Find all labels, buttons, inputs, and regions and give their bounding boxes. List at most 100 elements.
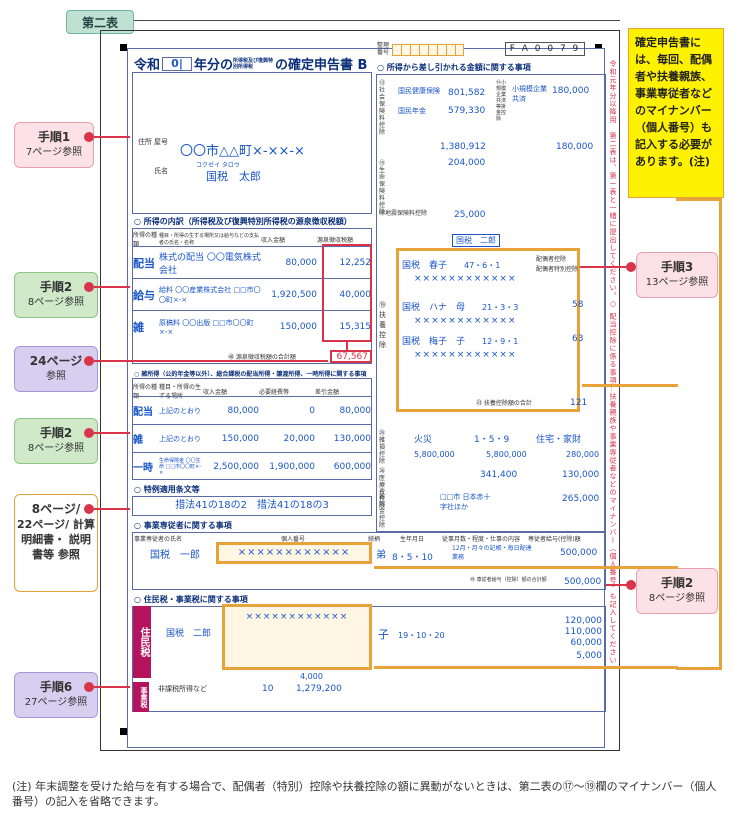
- furigana-value[interactable]: コクゼイ タロウ: [196, 162, 240, 169]
- biz-no[interactable]: 10: [262, 684, 274, 694]
- donation-to[interactable]: □□市 日本赤十字社ほか: [440, 493, 491, 511]
- deduction-table: [376, 74, 606, 532]
- worker-mynumber[interactable]: ××××××××××××: [216, 542, 372, 564]
- resident-relation[interactable]: 子: [378, 628, 389, 641]
- social-type-2[interactable]: 国民年金: [398, 107, 426, 115]
- misc-section-title: ○ 雑所得（公的年金等以外）、総合課税の配当所得・譲渡所得、一時所得に関する事項: [134, 371, 367, 378]
- medical-amount[interactable]: 341,400: [480, 470, 518, 480]
- small-type[interactable]: 小規模企業共済: [512, 85, 547, 103]
- social-amount-1[interactable]: 801,582: [448, 88, 486, 98]
- address-value[interactable]: 〇〇市△△町×-××-×: [180, 144, 305, 159]
- pointer-line: [94, 686, 130, 688]
- value-cell[interactable]: 5,000: [576, 651, 602, 661]
- dep1-name[interactable]: 国税 ハナ: [402, 303, 448, 313]
- deduction-section-title: ○ 所得から差し引かれる金額に関する事項: [377, 63, 531, 72]
- worker-total-label: ㊾ 専従者給与（控除）額の合計額: [470, 577, 547, 583]
- disaster-loss[interactable]: 5,800,000: [414, 450, 455, 459]
- tax-total-value[interactable]: 67,567: [330, 350, 372, 363]
- social-type-1[interactable]: 国民健康保険: [398, 87, 440, 95]
- disaster-net[interactable]: 280,000: [566, 450, 600, 459]
- dep2-amount[interactable]: 63: [572, 334, 584, 344]
- business-side-label: 事業税: [133, 682, 149, 712]
- name-value[interactable]: 国税 太郎: [206, 170, 261, 183]
- disaster-date[interactable]: 1・5・9: [474, 435, 510, 445]
- small-label: ⑭小規模企業共済等掛金控除: [496, 80, 507, 122]
- title-small: 所得税及び復興特別所得税: [233, 57, 274, 70]
- value-cell[interactable]: 60,000: [570, 638, 603, 648]
- biz-income-label: 非課税所得など: [158, 685, 207, 693]
- pointer-dot: [84, 282, 94, 292]
- pointer-dot: [626, 262, 636, 272]
- disaster-cause[interactable]: 火災: [414, 435, 433, 445]
- dep1-amount[interactable]: 58: [572, 300, 584, 310]
- disaster-label: ㉕雑損控除: [379, 430, 386, 465]
- dep1-rel[interactable]: 母: [456, 303, 466, 313]
- value-cell[interactable]: 110,000: [564, 627, 602, 637]
- medical-ins[interactable]: 130,000: [562, 470, 600, 480]
- biz-amount[interactable]: 1,279,200: [296, 684, 342, 694]
- social-amount-2[interactable]: 579,330: [448, 106, 486, 116]
- title-main: の確定申告書 B: [275, 58, 368, 73]
- small-amount[interactable]: 180,000: [552, 86, 590, 96]
- worker-relation[interactable]: 弟: [376, 550, 386, 561]
- donation-label: 寄附金控除: [379, 494, 386, 529]
- table-row: 雑 上記のとおり 150,000 20,000 130,000: [133, 424, 371, 452]
- corner-mark: [595, 44, 602, 51]
- worker-salary[interactable]: 500,000: [560, 548, 598, 558]
- table-row: 一時 生命保険金 〇〇生命 □□市〇〇町×-× 2,500,000 1,900,…: [133, 452, 371, 480]
- social-total[interactable]: 1,380,912: [440, 142, 486, 152]
- pointer-dot: [84, 504, 94, 514]
- table-row: 配当 上記のとおり 80,000 0 80,000: [133, 396, 371, 424]
- dep2-mynumber[interactable]: ××××××××××××: [414, 350, 517, 360]
- resident-mynumber[interactable]: ××××××××××××: [222, 604, 372, 670]
- disaster-ins[interactable]: 5,800,000: [486, 450, 527, 459]
- pointer-line: [580, 266, 628, 268]
- seiri-label: 整理番号: [377, 42, 390, 56]
- spouse-mynumber[interactable]: ××××××××××××: [414, 274, 517, 284]
- spouse-opt1[interactable]: 配偶者控除: [536, 256, 567, 263]
- pointer-dot: [84, 682, 94, 692]
- spouse-row-name[interactable]: 国税 春子: [402, 261, 448, 271]
- dep-total[interactable]: 121: [570, 398, 588, 408]
- donation-amount[interactable]: 265,000: [562, 494, 600, 504]
- year-field[interactable]: 0|: [162, 56, 193, 71]
- seiri-number-cells[interactable]: [392, 44, 464, 56]
- dep1-birth[interactable]: 21・3・3: [482, 303, 519, 312]
- worker-birth[interactable]: 8・5・10: [392, 553, 433, 563]
- life-label: ⑮生命保険料控除: [379, 160, 386, 216]
- pointer-dot: [84, 356, 94, 366]
- resident-right-values: 120,000 110,000 60,000 5,000: [552, 616, 602, 662]
- name-label: 氏名: [154, 167, 168, 175]
- pointer-line: [94, 508, 130, 510]
- step-box: 24ページ参照: [14, 346, 98, 392]
- life-amount[interactable]: 204,000: [448, 158, 486, 168]
- special-clause[interactable]: 措法41の18の2 措法41の18の3: [132, 496, 372, 516]
- social-label: ⑬社会保険料控除: [379, 80, 386, 136]
- medical-label: ㉖医療費控除: [379, 468, 386, 510]
- worker-name[interactable]: 国税 一郎: [150, 550, 200, 561]
- worker-section-title: ○ 事業専従者に関する事項: [134, 521, 232, 530]
- resident-extra[interactable]: 4,000: [300, 672, 323, 681]
- eq-amount[interactable]: 25,000: [454, 210, 486, 220]
- dep2-birth[interactable]: 12・9・1: [482, 337, 519, 346]
- disaster-asset[interactable]: 住宅・家財: [536, 435, 582, 445]
- spouse-row-birth[interactable]: 47・6・1: [464, 261, 501, 270]
- dep-total-label: ㉓ 扶養控除額の合計: [476, 400, 532, 407]
- title-prefix: 令和: [134, 58, 161, 73]
- dep2-name[interactable]: 国税 梅子: [402, 337, 448, 347]
- note-connector: [582, 384, 678, 387]
- small-total[interactable]: 180,000: [556, 142, 594, 152]
- worker-total[interactable]: 500,000: [564, 577, 602, 587]
- value-cell[interactable]: 120,000: [564, 616, 602, 626]
- dep1-mynumber[interactable]: ××××××××××××: [414, 316, 517, 326]
- pointer-dot: [84, 132, 94, 142]
- spouse-opt2[interactable]: 配偶者特別控除: [536, 266, 579, 273]
- resident-birth[interactable]: 19・10・20: [398, 631, 445, 640]
- resident-name[interactable]: 国税 二郎: [166, 629, 212, 639]
- worker-work[interactable]: 12月・月々の記帳・毎日配達業務: [452, 545, 532, 561]
- pointer-line: [606, 584, 628, 586]
- dep2-rel[interactable]: 子: [456, 337, 466, 347]
- spouse-name[interactable]: 国税 二郎: [452, 234, 500, 247]
